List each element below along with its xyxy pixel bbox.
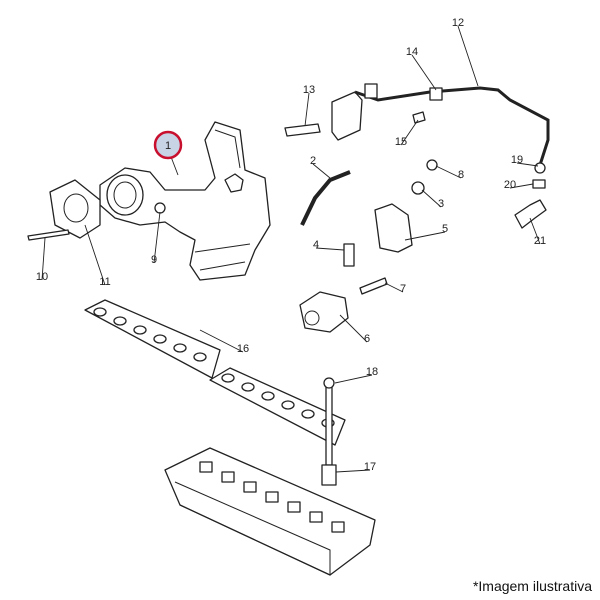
part-gasket-strip bbox=[84, 299, 346, 446]
callout-16[interactable]: 16 bbox=[237, 343, 249, 355]
part-fitting bbox=[411, 181, 425, 195]
callout-5[interactable]: 5 bbox=[442, 223, 448, 235]
leader-line bbox=[400, 119, 419, 146]
gasket-boss bbox=[113, 316, 127, 326]
part-bolt-head bbox=[323, 377, 335, 389]
gasket-boss bbox=[241, 382, 255, 392]
callout-21[interactable]: 21 bbox=[534, 235, 546, 247]
callout-6[interactable]: 6 bbox=[364, 333, 370, 345]
callout-11[interactable]: 11 bbox=[99, 276, 110, 288]
leader-line bbox=[335, 469, 371, 473]
callout-7[interactable]: 7 bbox=[400, 283, 406, 295]
callout-15[interactable]: 15 bbox=[395, 136, 407, 148]
leader-line bbox=[199, 329, 244, 353]
leader-line bbox=[304, 92, 310, 127]
gasket-boss bbox=[93, 307, 107, 317]
gasket-boss bbox=[281, 400, 295, 410]
part-gasket bbox=[49, 179, 101, 239]
callout-17[interactable]: 17 bbox=[364, 461, 376, 473]
part-pipe bbox=[300, 170, 351, 226]
callout-20[interactable]: 20 bbox=[504, 179, 516, 191]
callout-12[interactable]: 12 bbox=[452, 17, 464, 29]
leader-line bbox=[312, 163, 331, 179]
leader-line bbox=[315, 247, 345, 251]
leader-line bbox=[153, 211, 161, 264]
part-sleeve bbox=[321, 464, 337, 486]
gasket-boss bbox=[301, 409, 315, 419]
leader-line bbox=[529, 217, 541, 245]
head-boss bbox=[199, 461, 213, 473]
leader-line bbox=[384, 282, 404, 293]
leader-line bbox=[516, 162, 539, 167]
callout-3[interactable]: 3 bbox=[438, 198, 444, 210]
leader-line bbox=[421, 189, 442, 208]
callout-18[interactable]: 18 bbox=[366, 366, 378, 378]
part-bolt bbox=[412, 111, 426, 124]
leader-line bbox=[411, 54, 437, 91]
callout-8[interactable]: 8 bbox=[458, 169, 464, 181]
leader-line bbox=[457, 25, 479, 87]
part-bolt bbox=[359, 277, 388, 295]
leader-line bbox=[435, 165, 462, 179]
part-valve-body bbox=[299, 291, 349, 333]
gasket-boss bbox=[221, 373, 235, 383]
head-boss bbox=[243, 481, 257, 493]
part-stud bbox=[27, 229, 70, 241]
gasket-boss bbox=[133, 325, 147, 335]
part-nut bbox=[154, 202, 166, 214]
part-bracket bbox=[284, 91, 363, 141]
gasket-boss bbox=[261, 391, 275, 401]
callout-9[interactable]: 9 bbox=[151, 254, 157, 266]
part-connector bbox=[343, 243, 355, 267]
head-boss bbox=[287, 501, 301, 513]
callout-1[interactable]: 1 bbox=[165, 140, 171, 152]
callout-10[interactable]: 10 bbox=[36, 271, 48, 283]
leader-line bbox=[339, 314, 368, 343]
callout-19[interactable]: 19 bbox=[511, 154, 523, 166]
head-boss bbox=[309, 511, 323, 523]
gasket-boss bbox=[153, 334, 167, 344]
gasket-boss bbox=[193, 352, 207, 362]
illustrative-image-note: *Imagem ilustrativa bbox=[472, 578, 592, 594]
callout-14[interactable]: 14 bbox=[406, 46, 418, 58]
callout-4[interactable]: 4 bbox=[313, 239, 319, 251]
leader-line bbox=[334, 374, 373, 384]
callout-2[interactable]: 2 bbox=[310, 155, 316, 167]
part-bracket bbox=[374, 203, 413, 253]
leader-line bbox=[404, 231, 446, 241]
part-elbow bbox=[514, 199, 547, 229]
leader-line bbox=[509, 183, 534, 189]
part-fitting bbox=[426, 159, 438, 171]
head-boss bbox=[265, 491, 279, 503]
head-boss bbox=[221, 471, 235, 483]
highlight-ring bbox=[153, 130, 183, 160]
part-stud bbox=[325, 382, 333, 466]
part-cylinder-head bbox=[164, 447, 376, 576]
part-clamp bbox=[534, 162, 546, 174]
part-intake-manifold bbox=[99, 121, 271, 281]
head-boss bbox=[331, 521, 345, 533]
leader-line bbox=[84, 224, 106, 286]
gasket-boss bbox=[173, 343, 187, 353]
part-nut bbox=[532, 179, 546, 189]
part-tube bbox=[354, 83, 550, 166]
callout-13[interactable]: 13 bbox=[303, 84, 315, 96]
leader-line bbox=[41, 237, 46, 281]
